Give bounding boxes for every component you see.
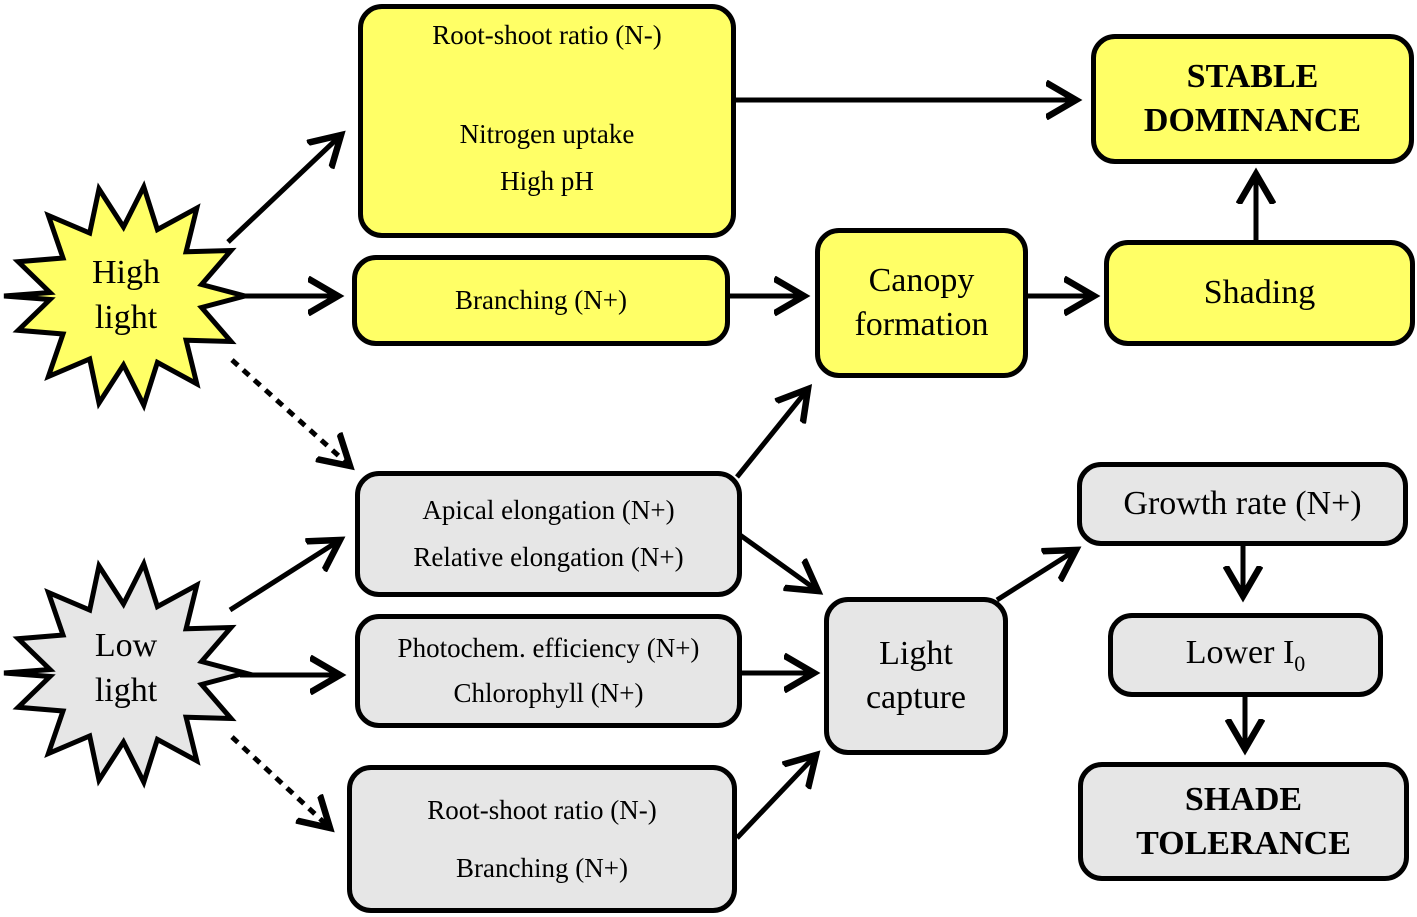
arrow-rootshoot-low-to-lightcapture (735, 755, 816, 840)
arrow-elongation-to-canopy (735, 389, 808, 479)
tolerance-line: TOLERANCE (1136, 824, 1351, 862)
light-capture-line2: capture (865, 679, 967, 716)
root-shoot-high-box: Root-shoot ratio (N-) Nitrogen uptake Hi… (358, 4, 736, 238)
branching-low-line: Branching (N+) (456, 853, 628, 883)
arrow-highlight-to-rootshoot (226, 135, 341, 244)
arrow-elongation-to-lightcapture (738, 532, 818, 591)
lower-i-text: Lower I (1185, 633, 1295, 671)
elongation-box: Apical elongation (N+) Relative elongati… (355, 471, 742, 597)
low-light-label: Low light (54, 623, 198, 713)
lower-i0-line: Lower I0 (1186, 634, 1306, 677)
branching-high-line: Branching (N+) (455, 285, 627, 315)
photochem-box: Photochem. efficiency (N+) Chlorophyll (… (355, 614, 742, 728)
high-light-line1: High (92, 254, 160, 291)
light-capture-line1: Light (879, 635, 953, 672)
light-capture-box: Light capture (824, 597, 1008, 755)
high-ph-line: High pH (500, 166, 594, 196)
relative-elongation-line: Relative elongation (N+) (413, 542, 684, 572)
growth-rate-line: Growth rate (N+) (1123, 485, 1362, 522)
root-shoot-low-line: Root-shoot ratio (N-) (427, 795, 657, 825)
chlorophyll-line: Chlorophyll (N+) (453, 678, 644, 708)
stable-dominance-box: STABLE DOMINANCE (1091, 34, 1414, 164)
low-light-line2: light (94, 672, 158, 709)
shade-line: SHADE (1184, 780, 1303, 818)
high-light-line2: light (94, 299, 158, 336)
arrow-lowlight-to-elongation (228, 540, 340, 613)
root-shoot-low-box: Root-shoot ratio (N-) Branching (N+) (347, 765, 737, 913)
shading-box: Shading (1104, 240, 1415, 346)
branching-high-box: Branching (N+) (352, 255, 730, 346)
high-light-star (3, 180, 255, 412)
i0-subscript: 0 (1294, 650, 1306, 676)
dominance-line: DOMINANCE (1143, 102, 1362, 139)
root-shoot-high-line1: Root-shoot ratio (N-) (432, 20, 662, 50)
high-light-label: High light (54, 250, 198, 340)
low-light-star (3, 557, 255, 789)
arrow-lowlight-to-rootshoot-dashed (230, 735, 330, 828)
low-light-line1: Low (94, 627, 158, 664)
canopy-line2: formation (854, 306, 989, 343)
stable-line: STABLE (1186, 58, 1319, 95)
photochem-line: Photochem. efficiency (N+) (397, 633, 700, 663)
arrow-lightcapture-to-growth (995, 550, 1076, 603)
nitrogen-uptake-line: Nitrogen uptake (459, 119, 635, 149)
apical-elongation-line: Apical elongation (N+) (422, 495, 675, 525)
canopy-formation-box: Canopy formation (815, 228, 1028, 378)
shading-line: Shading (1203, 274, 1316, 311)
shade-tolerance-box: SHADE TOLERANCE (1078, 762, 1409, 881)
canopy-line1: Canopy (868, 262, 975, 299)
arrow-highlight-to-elongation-dashed (230, 358, 350, 466)
lower-i0-box: Lower I0 (1108, 613, 1383, 697)
growth-rate-box: Growth rate (N+) (1077, 462, 1408, 546)
